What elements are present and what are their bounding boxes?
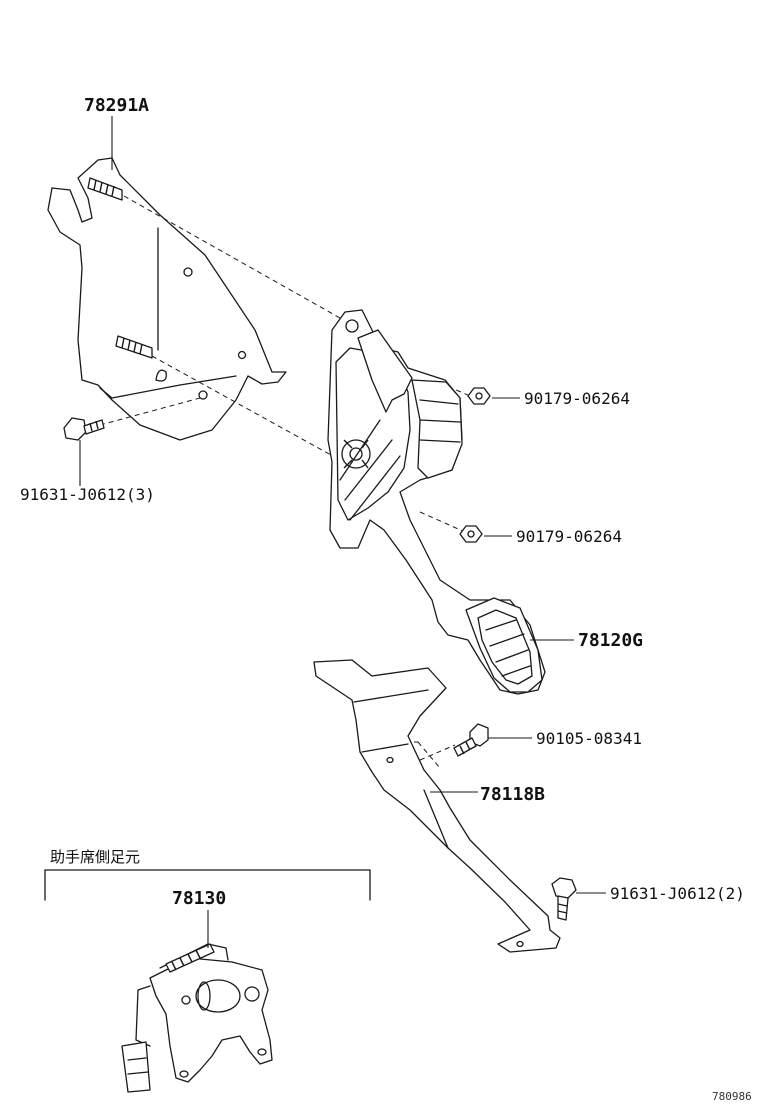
bolt-91631-right-drawing	[551, 877, 577, 921]
nut-upper-drawing	[467, 387, 491, 405]
stud-upper	[87, 177, 123, 201]
label-90179-lower: 90179-06264	[516, 527, 622, 546]
bolt-90105-drawing	[453, 723, 489, 757]
label-90105: 90105-08341	[536, 729, 642, 748]
label-90179-upper: 90179-06264	[524, 389, 630, 408]
label-78130: 78130	[172, 888, 226, 909]
label-78291a: 78291A	[84, 95, 149, 116]
bracket-78291a-drawing	[47, 157, 287, 441]
label-78118b: 78118B	[480, 784, 545, 805]
label-78120g: 78120G	[578, 630, 643, 651]
passenger-side-heading: 助手席側足元	[50, 848, 140, 866]
label-91631-right: 91631-J0612(2)	[610, 884, 745, 903]
pedal-78120g-drawing	[327, 309, 546, 695]
diagram-code: 780986	[712, 1090, 752, 1103]
bracket-78118b-drawing	[313, 659, 561, 953]
stud-lower	[115, 335, 153, 359]
part-78130-drawing	[44, 869, 371, 1093]
nut-lower-drawing	[459, 525, 483, 543]
bolt-91631-left-drawing	[63, 417, 105, 441]
label-91631-left: 91631-J0612(3)	[20, 485, 155, 504]
